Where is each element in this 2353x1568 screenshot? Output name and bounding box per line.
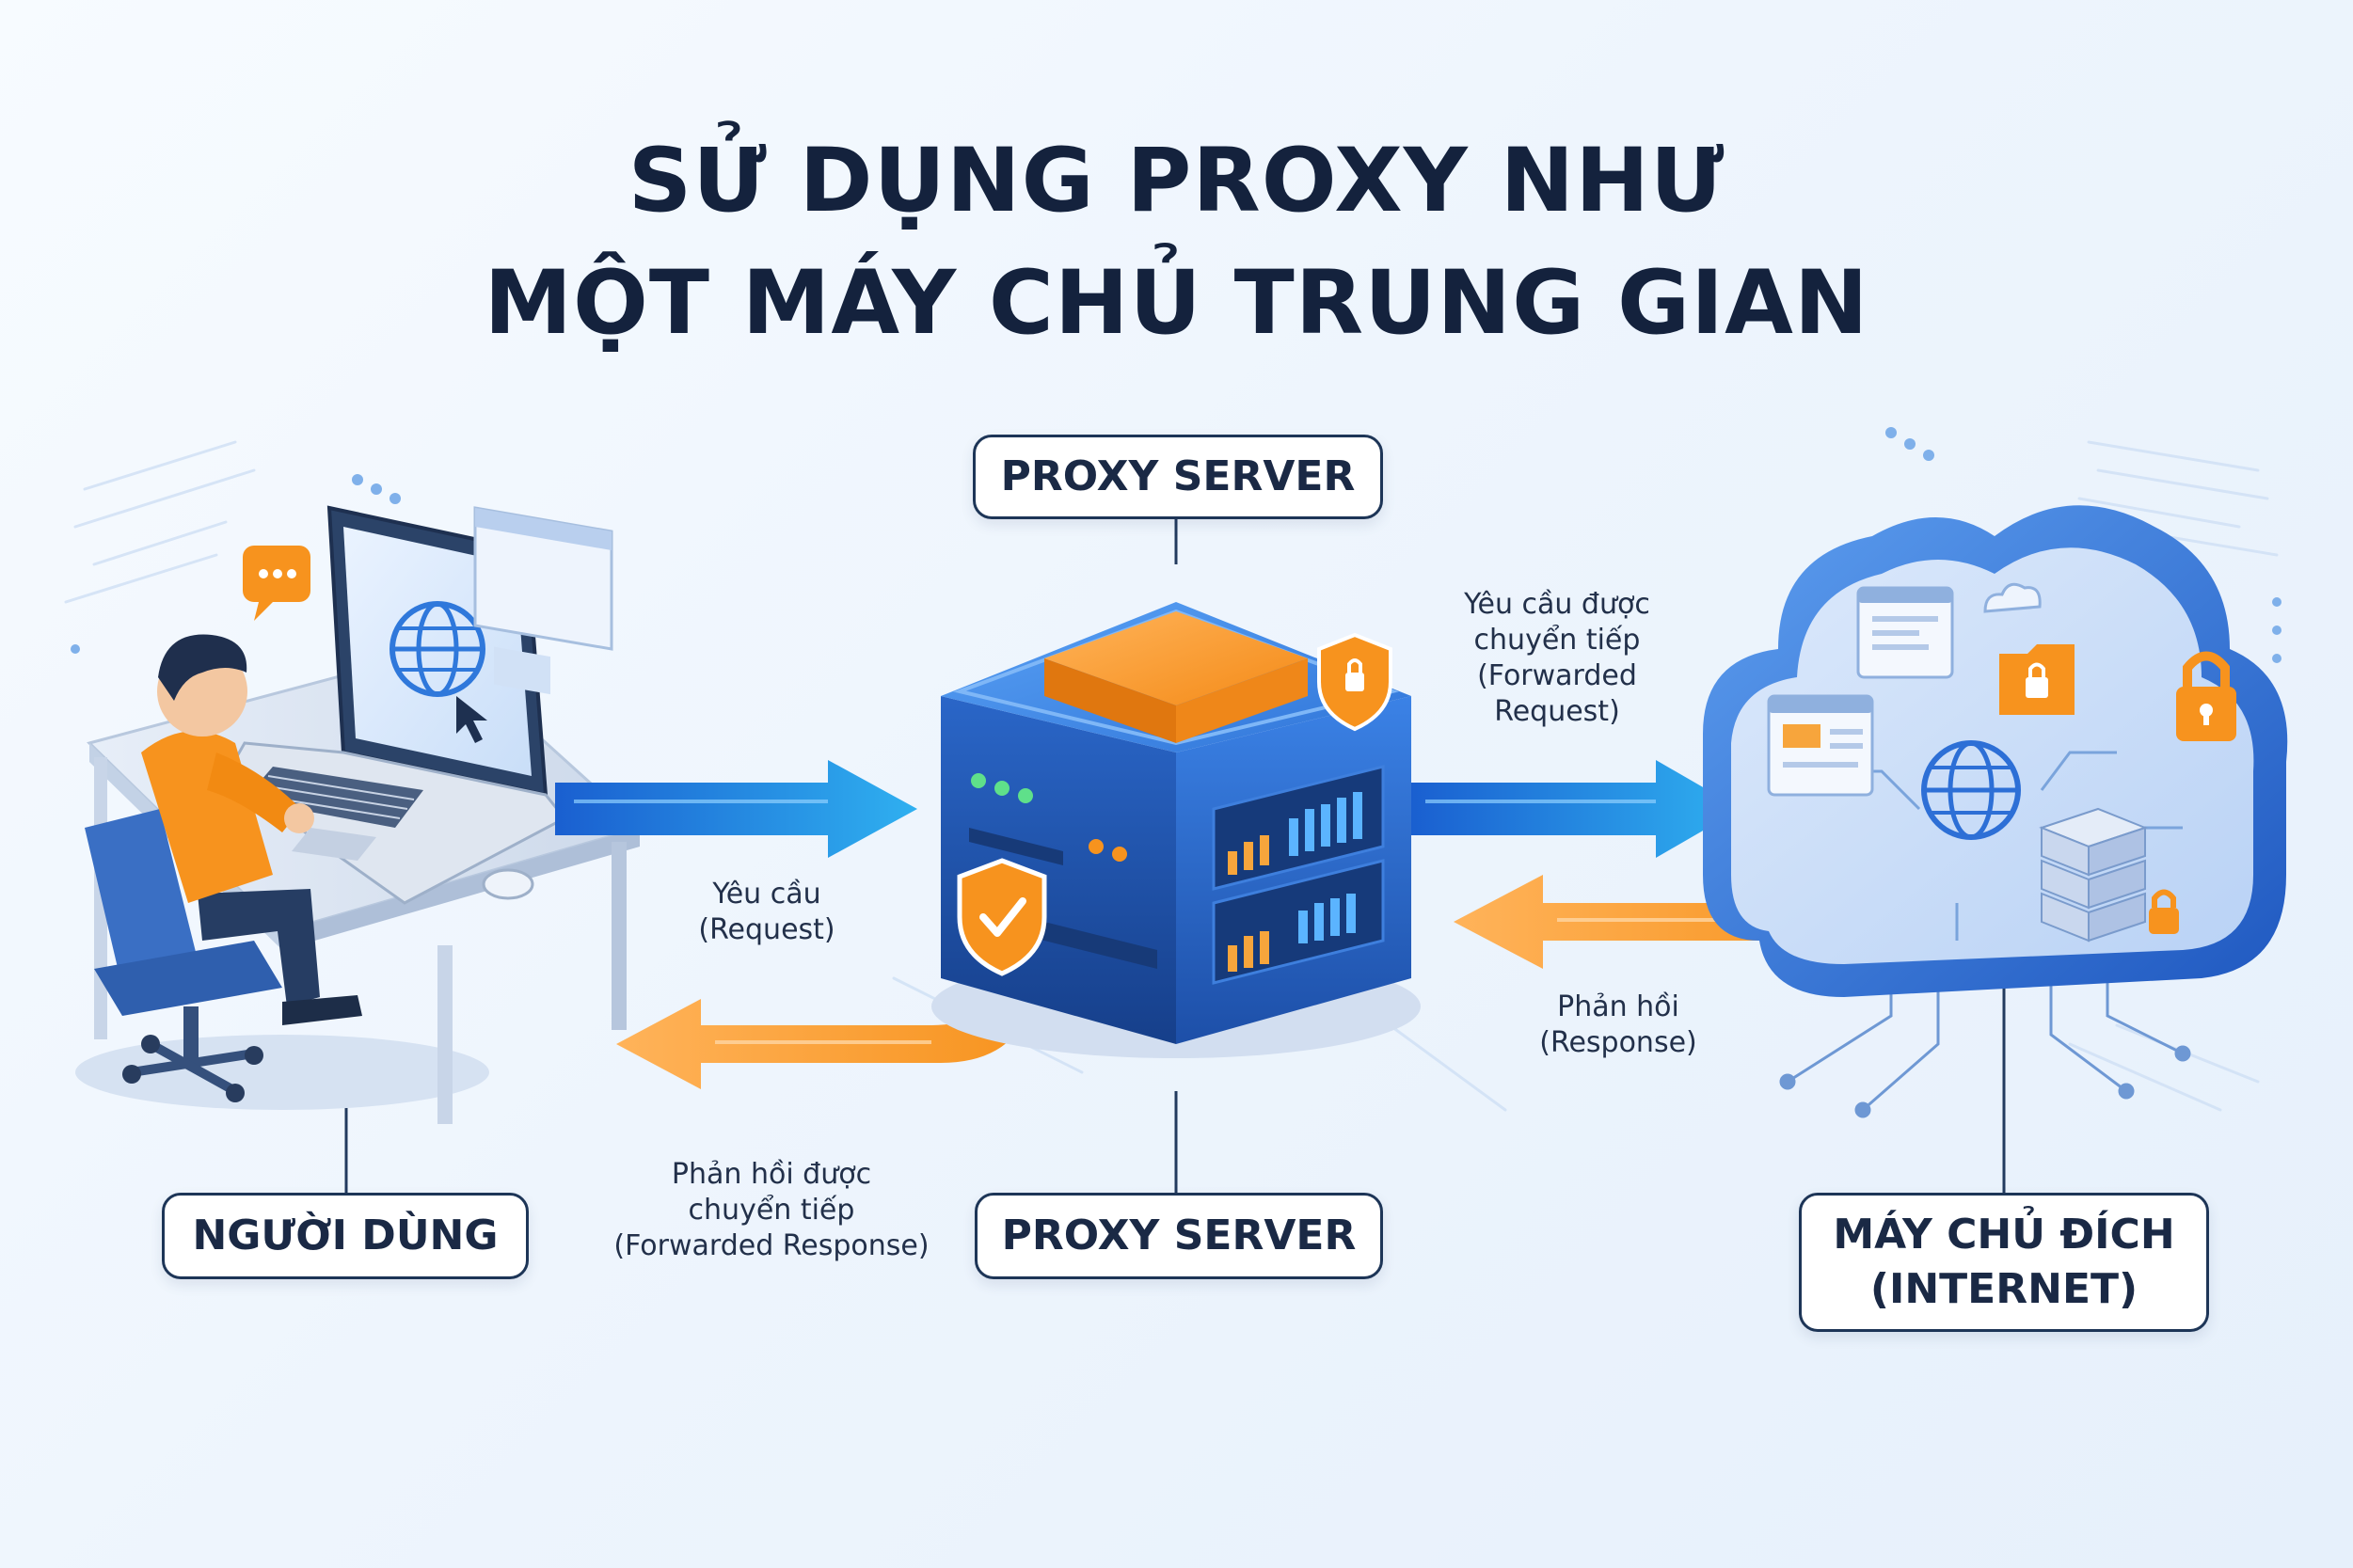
target-server-label: MÁY CHỦ ĐÍCH (INTERNET) <box>1799 1193 2209 1332</box>
user-label: NGƯỜI DÙNG <box>162 1193 529 1279</box>
browser-window-icon <box>473 506 613 695</box>
target-label-line-2: (INTERNET) <box>1869 1265 2138 1313</box>
globe-icon <box>390 601 485 697</box>
title-line-1: SỬ DỤNG PROXY NHƯ <box>628 130 1725 232</box>
request-label: Yêu cầu (Request) <box>698 878 835 946</box>
shield-check-icon <box>957 858 1047 976</box>
proxy-server-label-top: PROXY SERVER <box>973 435 1383 519</box>
cloud-icon <box>1703 505 2288 997</box>
forwarded-response-label: Phản hồi được chuyển tiếp (Forwarded Res… <box>613 1158 930 1262</box>
background-dots <box>71 427 2281 663</box>
request-arrow <box>555 760 917 858</box>
cloud-network-lines <box>1779 969 2191 1118</box>
proxy-server-label-bottom: PROXY SERVER <box>975 1193 1383 1279</box>
folder-lock-icon <box>1999 644 2075 715</box>
target-label-line-1: MÁY CHỦ ĐÍCH <box>1833 1211 2175 1259</box>
small-lock-icon <box>2149 889 2179 934</box>
page-title: SỬ DỤNG PROXY NHƯ MỘT MÁY CHỦ TRUNG GIAN <box>0 120 2353 365</box>
forwarded-response-arrow <box>616 997 1035 1089</box>
shield-lock-icon <box>1317 632 1392 732</box>
chat-bubble-icon <box>243 546 310 621</box>
forwarded-request-arrow <box>1411 760 1741 858</box>
cursor-icon <box>456 696 487 743</box>
title-line-2: MỘT MÁY CHỦ TRUNG GIAN <box>484 252 1869 355</box>
forwarded-request-label: Yêu cầu được chuyển tiếp (Forwarded Requ… <box>1464 588 1650 728</box>
response-label: Phản hồi (Response) <box>1539 990 1697 1059</box>
lock-icon <box>2176 651 2236 741</box>
